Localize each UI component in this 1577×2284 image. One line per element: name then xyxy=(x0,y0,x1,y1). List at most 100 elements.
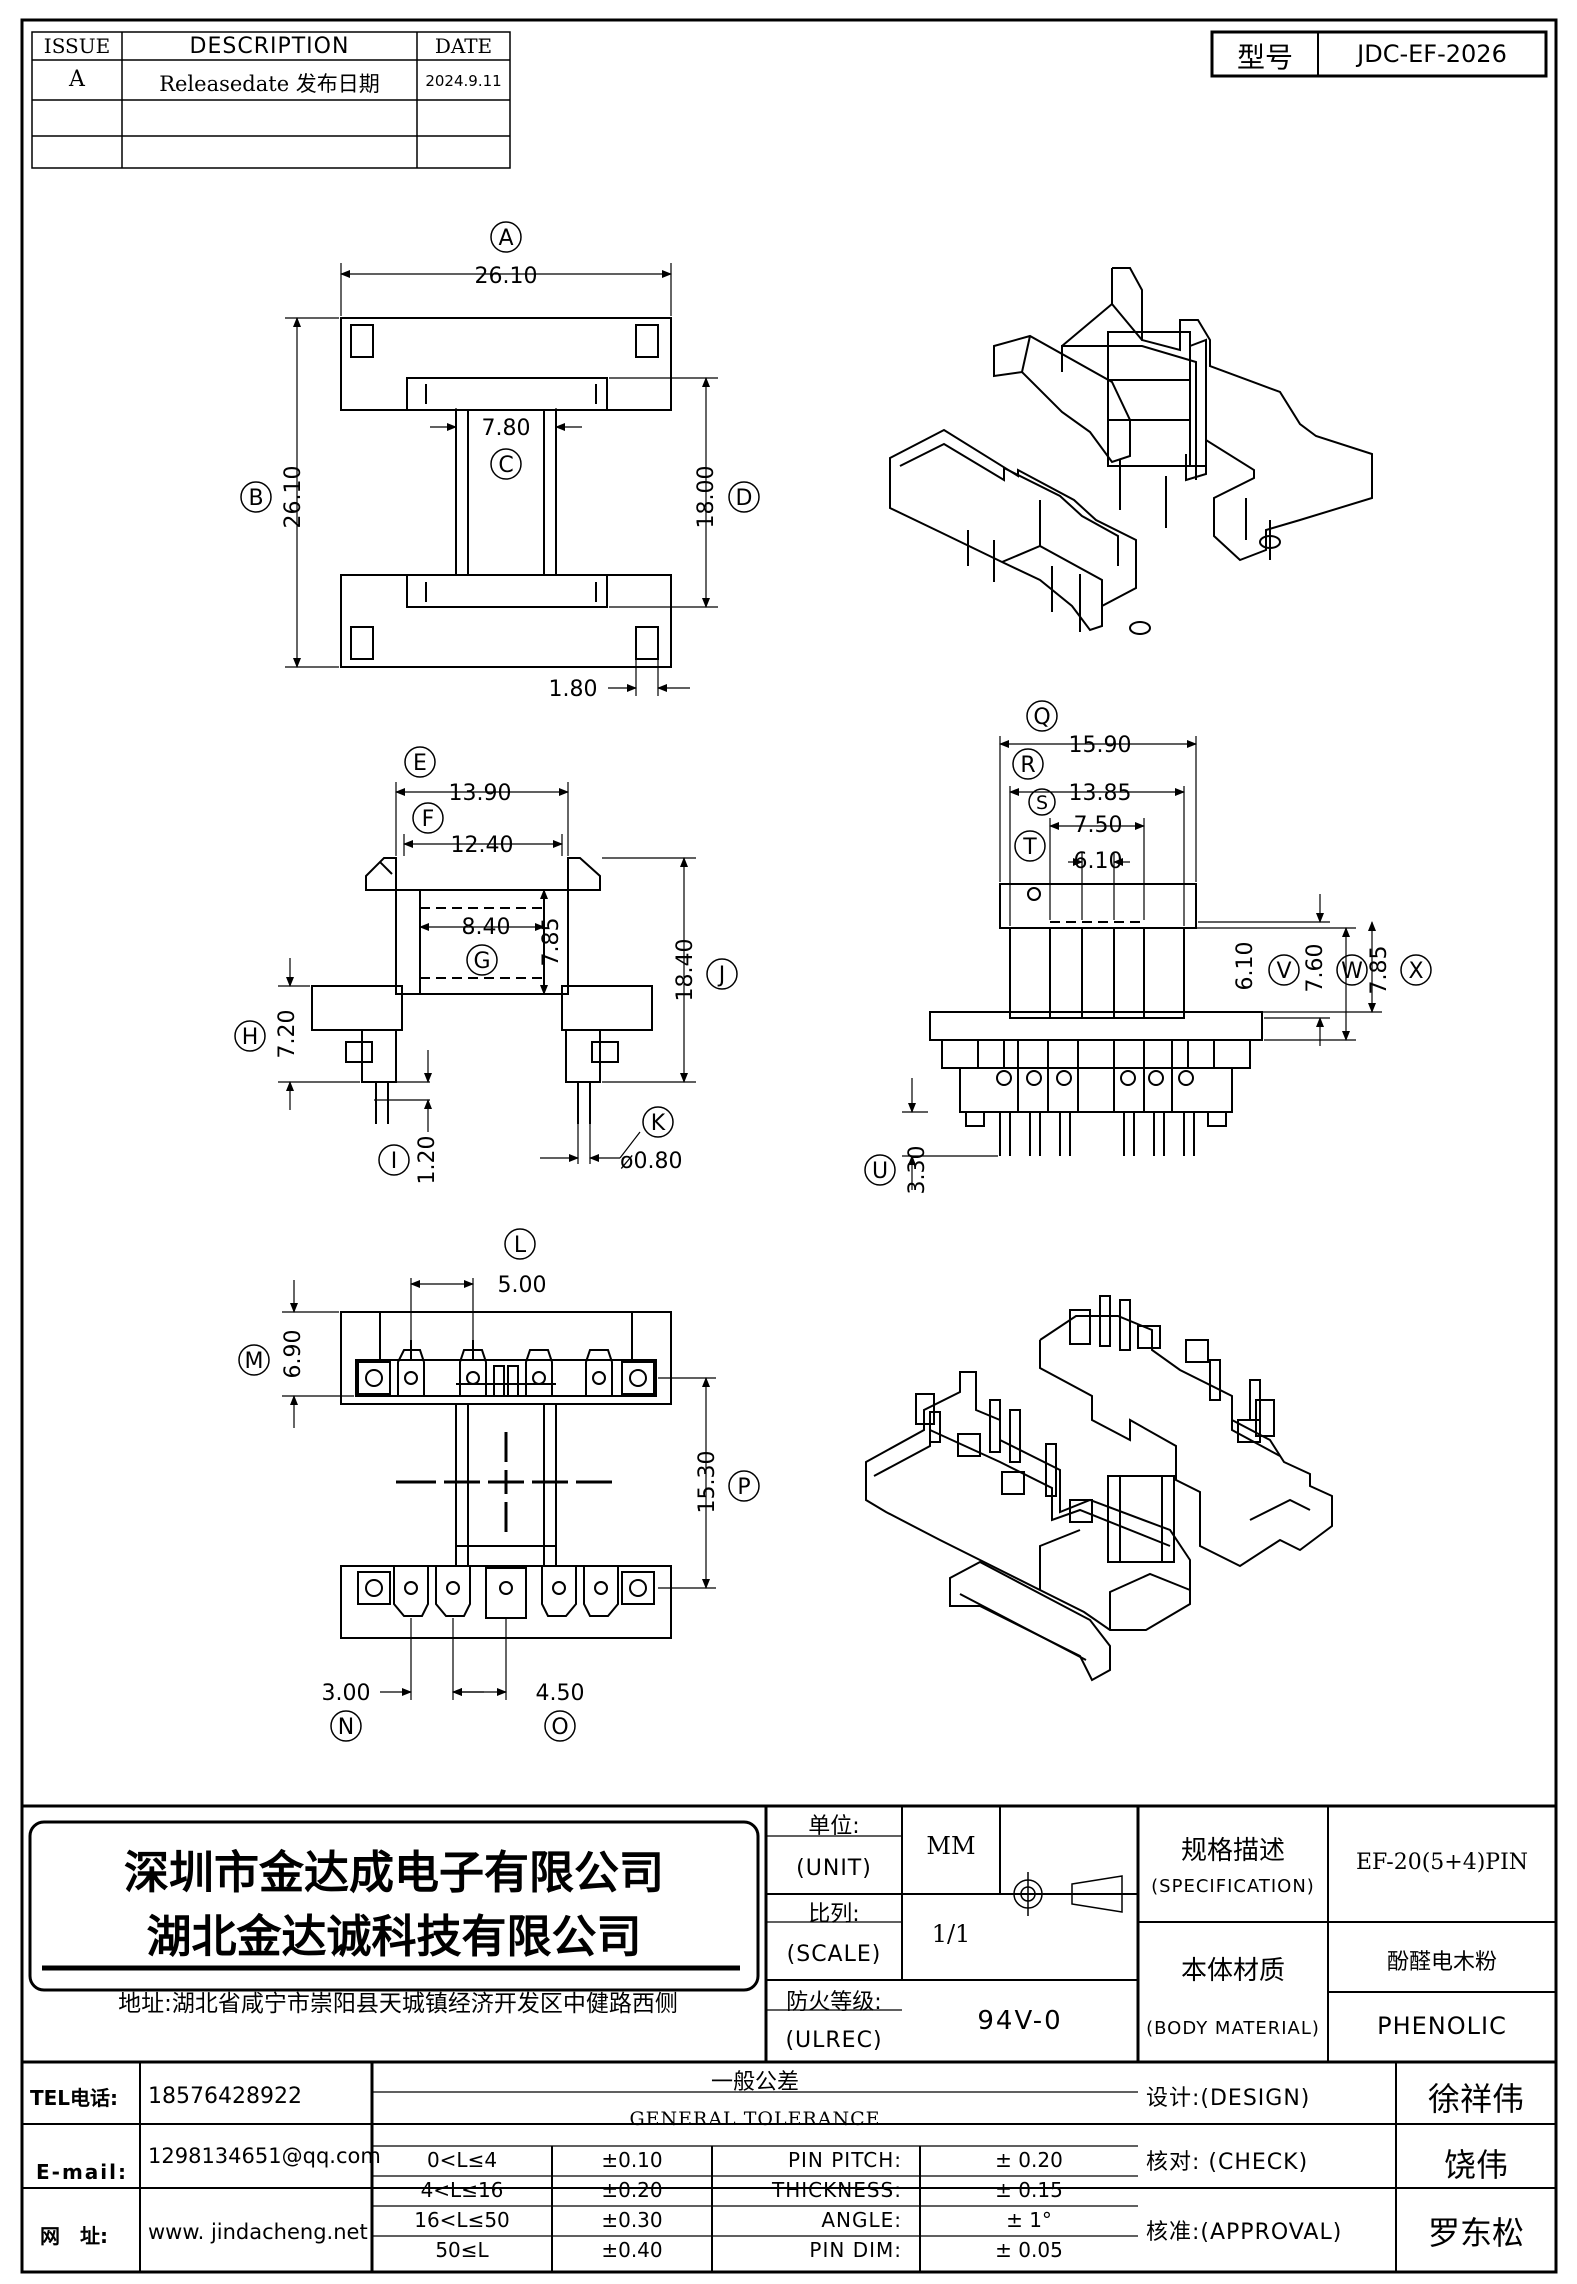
ulrec-value: 94V-0 xyxy=(977,2006,1063,2036)
callout-x: X xyxy=(1408,959,1423,984)
rev-row-description: Releasedate 发布日期 xyxy=(159,72,380,96)
side-view xyxy=(929,883,1263,1156)
callout-x-circle xyxy=(1400,954,1432,986)
email-label: E-mail: xyxy=(36,2160,129,2184)
designer-name: 徐祥伟 xyxy=(1427,2080,1524,2118)
callout-w-circle xyxy=(1336,954,1368,986)
callout-l: L xyxy=(514,1233,527,1258)
dim-h-value: 7.20 xyxy=(275,1010,300,1059)
revision-table xyxy=(31,31,511,169)
callout-l-circle xyxy=(504,1228,536,1260)
title-block-grid xyxy=(22,1804,1556,2272)
tolerance-range-2: 4<L≤16 xyxy=(420,2178,504,2202)
spec-label-cn: 规格描述 xyxy=(1180,1836,1285,1866)
tolerance-title-en: GENERAL TOLERANCE xyxy=(629,2108,881,2130)
check-label: 核对: (CHECK) xyxy=(1146,2150,1309,2175)
callout-u-circle xyxy=(864,1154,896,1186)
approver-name: 罗东松 xyxy=(1427,2214,1524,2252)
callout-q-circle xyxy=(1026,700,1058,732)
callout-i: I xyxy=(391,1149,398,1174)
website-value: www. jindacheng.net xyxy=(148,2220,368,2244)
material-label-en: (BODY MATERIAL) xyxy=(1146,2018,1320,2039)
dim-r-value: 13.85 xyxy=(1069,781,1132,806)
callout-o: O xyxy=(551,1715,568,1740)
rev-header-date: DATE xyxy=(434,34,493,58)
callout-m: M xyxy=(245,1349,264,1374)
pin-pitch-value: ± 0.20 xyxy=(995,2148,1063,2172)
callout-v-circle xyxy=(1268,954,1300,986)
dim-p-value: 15.30 xyxy=(695,1451,720,1514)
tolerance-value-2: ±0.20 xyxy=(601,2178,663,2202)
callout-e-circle xyxy=(404,746,436,778)
unit-label-en: (UNIT) xyxy=(796,1856,872,1881)
pin-pitch-label: PIN PITCH: xyxy=(787,2148,902,2172)
callout-b: B xyxy=(248,486,263,511)
material-value-en: PHENOLIC xyxy=(1377,2012,1507,2040)
tolerance-range-4: 50≤L xyxy=(435,2238,489,2262)
top-view-dims xyxy=(285,263,718,696)
callout-s: S xyxy=(1036,792,1048,814)
dim-v-value: 6.10 xyxy=(1233,942,1258,991)
dim-b-value: 26.10 xyxy=(281,466,306,529)
isometric-view-top xyxy=(889,267,1373,635)
tel-value: 18576428922 xyxy=(148,2084,302,2109)
rev-header-issue: ISSUE xyxy=(43,34,111,58)
dim-k-value: ø0.80 xyxy=(620,1149,682,1174)
ulrec-label-en: (ULREC) xyxy=(785,2028,883,2053)
callout-n-circle xyxy=(330,1710,362,1742)
outer-frame xyxy=(20,18,1558,2274)
rev-header-description: DESCRIPTION xyxy=(189,34,350,59)
callout-n: N xyxy=(338,1715,354,1740)
callout-u: U xyxy=(872,1159,888,1184)
part-number-label: 型号 xyxy=(1236,41,1293,74)
callout-g-circle xyxy=(466,944,498,976)
callout-p: P xyxy=(737,1475,750,1500)
tolerance-title-cn: 一般公差 xyxy=(710,2070,799,2095)
side-view-dims xyxy=(902,736,1382,1190)
dim-q-value: 15.90 xyxy=(1069,733,1132,758)
dim-g-value: 8.40 xyxy=(462,915,511,940)
dim-g-height-value: 7.85 xyxy=(539,918,564,967)
callout-w: W xyxy=(1341,959,1363,984)
dim-j-value: 18.40 xyxy=(673,939,698,1002)
rev-row-issue: A xyxy=(69,67,85,92)
dim-n-value: 3.00 xyxy=(322,1681,371,1706)
callout-d: D xyxy=(736,486,753,511)
callout-a-circle xyxy=(490,221,522,253)
bottom-view-dims xyxy=(282,1278,716,1700)
dim-m-value: 6.90 xyxy=(281,1330,306,1379)
front-view-labels: E 13.90 F 12.40 8.40 G 7.85 18.40 J H 7.… xyxy=(234,746,738,1185)
material-value-cn: 酚醛电木粉 xyxy=(1386,1950,1497,1975)
scale-label-en: (SCALE) xyxy=(786,1942,882,1967)
projection-symbol xyxy=(1006,1872,1132,1916)
tel-label: TEL电话: xyxy=(30,2086,119,2110)
callout-t-circle xyxy=(1014,830,1046,862)
callout-p-circle xyxy=(728,1470,760,1502)
callout-t: T xyxy=(1022,835,1037,860)
rev-row-date: 2024.9.11 xyxy=(425,72,502,90)
scale-value: 1/1 xyxy=(931,1920,971,1948)
part-number-value: JDC-EF-2026 xyxy=(1357,40,1507,68)
callout-k-circle xyxy=(642,1106,674,1138)
pin-dim-value: ± 0.05 xyxy=(995,2238,1063,2262)
unit-value: MM xyxy=(926,1832,976,1860)
bottom-view-labels: L 5.00 M 6.90 15.30 P 3.00 N 4.50 O xyxy=(238,1228,760,1742)
callout-f: F xyxy=(422,807,435,832)
dim-i-value: 1.20 xyxy=(415,1136,440,1185)
callout-h: H xyxy=(242,1025,259,1050)
tolerance-range-1: 0<L≤4 xyxy=(426,2148,498,2172)
callout-k: K xyxy=(651,1111,666,1136)
callout-g: G xyxy=(473,949,490,974)
email-value: 1298134651@qq.com xyxy=(148,2144,381,2168)
dim-u-value: 3.30 xyxy=(905,1146,930,1195)
dim-s-value: 7.50 xyxy=(1074,813,1123,838)
dim-c-value: 7.80 xyxy=(482,416,531,441)
callout-s-circle xyxy=(1028,788,1056,816)
tolerance-value-3: ±0.30 xyxy=(601,2208,663,2232)
isometric-view-bottom xyxy=(865,1295,1333,1682)
scale-label-cn: 比列: xyxy=(808,1902,860,1927)
callout-d-circle xyxy=(728,481,760,513)
pin-dim-label: PIN DIM: xyxy=(809,2238,902,2262)
website-label: 网 址: xyxy=(40,2224,108,2248)
company-name-hubei: 湖北金达诚科技有限公司 xyxy=(146,1910,642,1963)
